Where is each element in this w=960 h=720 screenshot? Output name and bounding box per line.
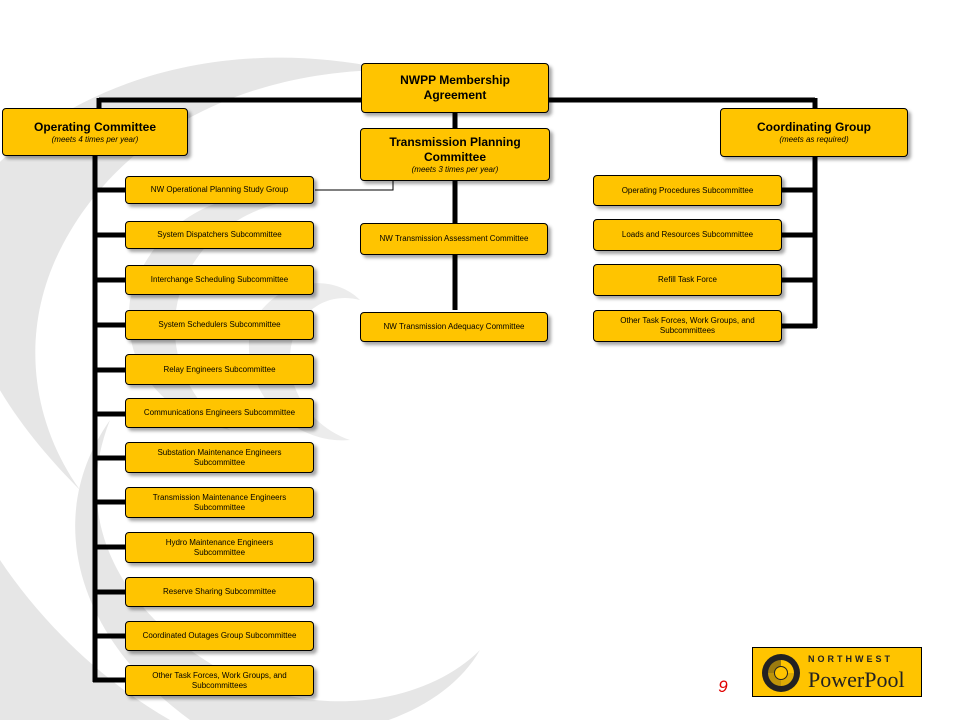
transmission-item: NW Transmission Adequacy Committee <box>360 312 548 342</box>
operating-item: Interchange Scheduling Subcommittee <box>125 265 314 295</box>
coordinating-group-box: Coordinating Group (meets as required) <box>720 108 908 157</box>
northwest-powerpool-logo: NORTHWEST PowerPool <box>752 647 922 697</box>
operating-item: NW Operational Planning Study Group <box>125 176 314 204</box>
operating-item: Hydro Maintenance Engineers Subcommittee <box>125 532 314 563</box>
coordinating-item: Other Task Forces, Work Groups, and Subc… <box>593 310 782 342</box>
operating-committee-title: Operating Committee <box>33 119 156 134</box>
operating-item: Other Task Forces, Work Groups, and Subc… <box>125 665 314 696</box>
coordinating-item: Refill Task Force <box>593 264 782 296</box>
swirl-logo-icon <box>762 654 800 692</box>
operating-item: Substation Maintenance Engineers Subcomm… <box>125 442 314 473</box>
coordinating-group-title: Coordinating Group <box>757 120 871 134</box>
logo-top-text: NORTHWEST <box>808 654 893 664</box>
coordinating-group-subtitle: (meets as required) <box>779 135 849 144</box>
operating-item: Transmission Maintenance Engineers Subco… <box>125 487 314 518</box>
page-number: 9 <box>718 677 728 696</box>
membership-agreement-title: NWPP Membership Agreement <box>400 73 510 102</box>
operating-item: System Schedulers Subcommittee <box>125 310 314 340</box>
transmission-planning-box: Transmission Planning Committee (meets 3… <box>360 128 550 181</box>
transmission-planning-subtitle: (meets 3 times per year) <box>411 164 499 174</box>
transmission-planning-title: Transmission Planning Committee <box>389 134 521 164</box>
transmission-item: NW Transmission Assessment Committee <box>360 223 548 255</box>
operating-item: Reserve Sharing Subcommittee <box>125 577 314 607</box>
operating-item: Communications Engineers Subcommittee <box>125 398 314 428</box>
coordinating-item: Loads and Resources Subcommittee <box>593 219 782 251</box>
operating-item: Coordinated Outages Group Subcommittee <box>125 621 314 651</box>
operating-item: System Dispatchers Subcommittee <box>125 221 314 249</box>
coordinating-item: Operating Procedures Subcommittee <box>593 175 782 206</box>
operating-committee-box: Operating Committee (meets 4 times per y… <box>2 108 188 156</box>
operating-committee-subtitle: (meets 4 times per year) <box>51 134 139 144</box>
membership-agreement-box: NWPP Membership Agreement <box>361 63 549 113</box>
operating-item: Relay Engineers Subcommittee <box>125 354 314 385</box>
logo-bottom-text: PowerPool <box>808 667 905 692</box>
